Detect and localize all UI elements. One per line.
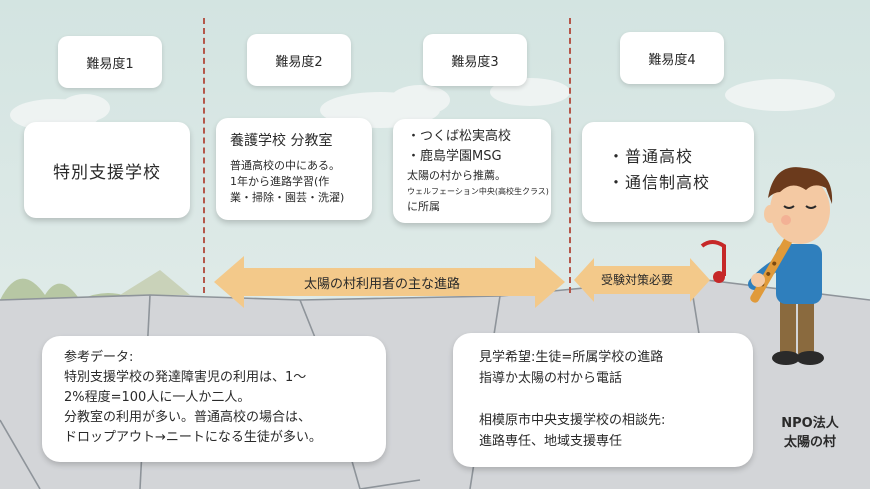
card3-small: ウェルフェーション中央(高校生クラス): [407, 187, 549, 196]
card4-line-1: ・普通高校: [608, 147, 694, 166]
card2-title: 養護学校 分教室: [230, 133, 333, 149]
card3-line-2: ・鹿島学園MSG: [407, 149, 502, 164]
card3-line-3: 太陽の村から推薦。: [407, 169, 506, 182]
note-right-line-4: 相模原市中央支援学校の相談先:: [479, 413, 666, 428]
card-regular-schools: ・普通高校 ・通信制高校: [582, 122, 754, 222]
card2-line-1: 普通高校の中にある。: [230, 159, 340, 172]
music-note-icon: [700, 240, 726, 283]
note-right-line-2: 指導か太陽の村から電話: [479, 371, 623, 386]
note-left-line-3: 2%程度=100人に一人か二人。: [64, 390, 251, 405]
main-route-arrow: [214, 256, 565, 308]
boy-with-recorder: [700, 167, 833, 365]
main-route-label: 太陽の村利用者の主な進路: [304, 277, 461, 292]
organization-name: NPO法人 太陽の村: [770, 414, 850, 452]
note-left-line-4: 分教室の利用が多い。普通高校の場合は、: [64, 410, 312, 425]
note-left-line-5: ドロップアウト→ニートになる生徒が多い。: [64, 430, 322, 445]
card4-line-2: ・通信制高校: [608, 173, 711, 192]
grass-tuft: [120, 270, 190, 295]
note-right-line-5: 進路専任、地域支援専任: [479, 434, 623, 449]
card-special-support-school: 特別支援学校: [24, 122, 190, 218]
divider-1: [203, 18, 205, 293]
card3-last: に所属: [407, 200, 440, 213]
org-line-1: NPO法人: [781, 416, 839, 431]
card-branch-classroom: 養護学校 分教室 普通高校の中にある。 1年から進路学習(作 業・掃除・園芸・洗…: [216, 118, 372, 220]
note-right-line-3: [479, 389, 753, 410]
card3-line-1: ・つくば松実高校: [407, 129, 512, 144]
exam-arrow: [574, 258, 710, 302]
note-left-line-1: 参考データ:: [64, 350, 134, 365]
divider-2: [569, 18, 571, 293]
org-line-2: 太陽の村: [783, 435, 836, 450]
difficulty-level-2: 難易度2: [247, 34, 351, 86]
difficulty-level-3: 難易度3: [423, 34, 527, 86]
difficulty-level-1: 難易度1: [58, 36, 162, 88]
card2-line-3: 業・掃除・園芸・洗濯): [230, 191, 345, 204]
card2-line-2: 1年から進路学習(作: [230, 175, 330, 188]
card1-text: 特別支援学校: [53, 162, 161, 183]
note-right-line-1: 見学希望:生徒=所属学校の進路: [479, 350, 664, 365]
exam-label: 受験対策必要: [601, 273, 674, 287]
difficulty-level-4: 難易度4: [620, 32, 724, 84]
note-reference-data: 参考データ: 特別支援学校の発達障害児の利用は、1〜 2%程度=100人に一人か…: [42, 336, 386, 462]
note-visit-contact: 見学希望:生徒=所属学校の進路 指導か太陽の村から電話 相模原市中央支援学校の相…: [453, 333, 753, 467]
card-recommended-schools: ・つくば松実高校 ・鹿島学園MSG 太陽の村から推薦。 ウェルフェーション中央(…: [393, 119, 551, 223]
note-left-line-2: 特別支援学校の発達障害児の利用は、1〜: [64, 370, 307, 385]
